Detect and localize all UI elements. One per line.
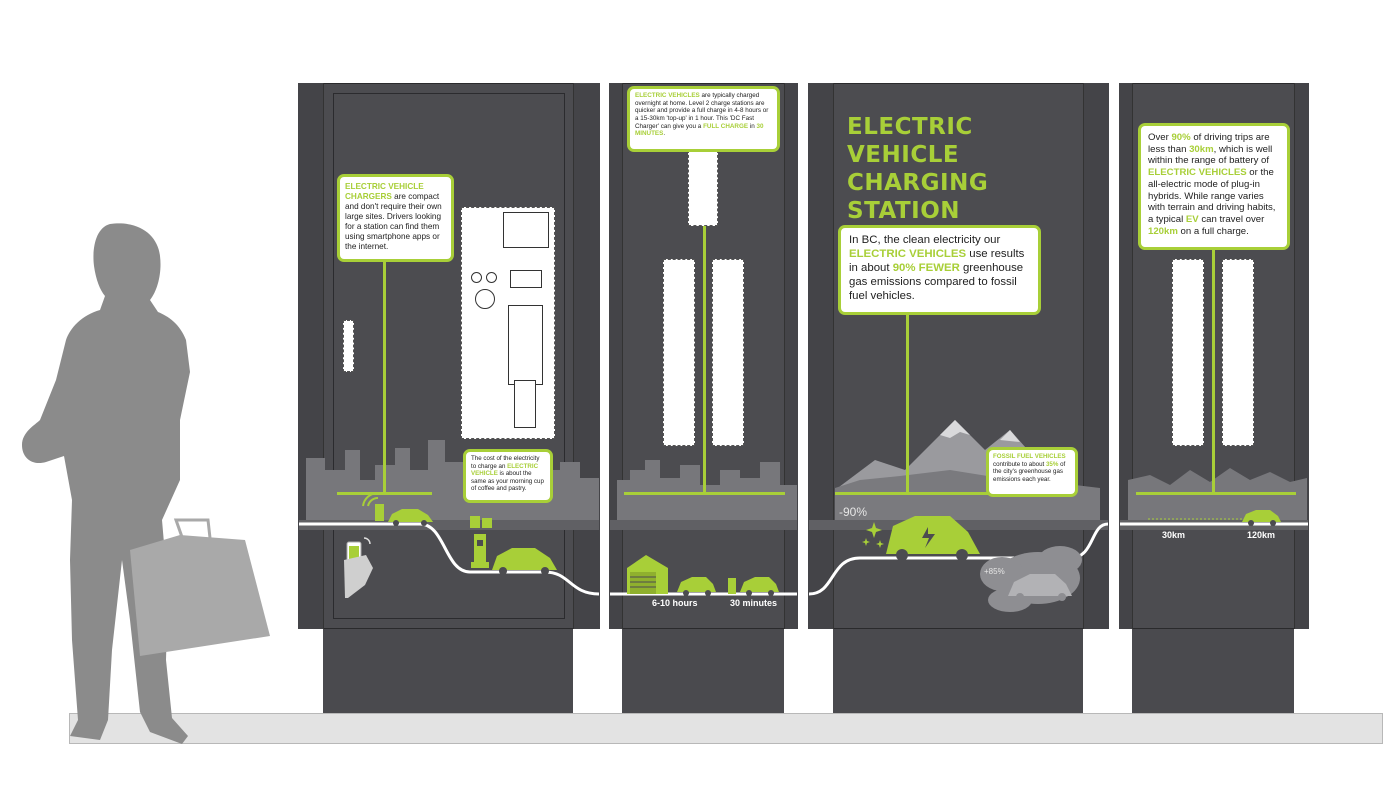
coffee-cup-icon bbox=[470, 516, 492, 528]
ev-car-icon bbox=[677, 577, 716, 596]
main-title: ELECTRIC VEHICLE CHARGING STATION bbox=[847, 113, 1087, 225]
tower-2-screen-right bbox=[712, 259, 744, 446]
callout-text: The cost of the electricity to charge an bbox=[471, 455, 540, 470]
road-curve-3 bbox=[808, 522, 1109, 596]
callout-text: contribute to about bbox=[993, 460, 1046, 468]
callout-highlight: ELECTRIC VEHICLES bbox=[1148, 167, 1247, 179]
charger-button[interactable] bbox=[486, 272, 497, 283]
callout-cost: The cost of the electricity to charge an… bbox=[463, 449, 553, 503]
callout-text: Over bbox=[1148, 132, 1172, 143]
charger-post-icon bbox=[375, 504, 384, 521]
fast-charger-icon bbox=[728, 578, 736, 594]
callout-chargers: ELECTRIC VEHICLE CHARGERS are compact an… bbox=[337, 174, 454, 262]
card-reader-panel bbox=[343, 320, 354, 372]
callout-highlight: ELECTRIC VEHICLE bbox=[471, 462, 539, 478]
tower-1-edge-right bbox=[573, 83, 600, 629]
callout-text: . bbox=[663, 130, 666, 138]
charging-post-icon bbox=[471, 534, 489, 568]
connector-line bbox=[1212, 248, 1215, 494]
callout-highlight: EV bbox=[1185, 213, 1199, 225]
connector-line bbox=[383, 260, 386, 494]
callout-highlight: 35% bbox=[1045, 460, 1059, 468]
callout-bc-electricity: In BC, the clean electricity our ELECTRI… bbox=[838, 225, 1041, 315]
connector-line bbox=[906, 313, 909, 494]
connector-line bbox=[703, 150, 706, 494]
callout-text: are compact and don't require their own … bbox=[345, 192, 442, 251]
main-title-line-1: ELECTRIC VEHICLE bbox=[847, 114, 973, 169]
callout-highlight: ELECTRIC VEHICLES bbox=[635, 92, 700, 99]
ev-car-icon bbox=[1242, 510, 1281, 526]
shopping-bag-icon bbox=[130, 535, 270, 656]
callout-text: use results in about bbox=[849, 247, 1025, 274]
main-title-line-2: CHARGING STATION bbox=[847, 170, 989, 225]
ev-car-icon bbox=[886, 516, 980, 561]
callout-text: in bbox=[748, 122, 757, 130]
fossil-car-icon bbox=[1008, 574, 1072, 601]
sparkle-icon bbox=[862, 522, 884, 548]
callout-highlight: 30 MINUTES bbox=[635, 122, 764, 138]
callout-highlight: 90% bbox=[1171, 132, 1191, 143]
tower-1-edge-left bbox=[298, 83, 324, 629]
city-skyline-2 bbox=[617, 460, 797, 520]
phone-hand-icon bbox=[344, 537, 373, 598]
wifi-signal-icon bbox=[362, 491, 379, 507]
city-skyline-1 bbox=[306, 440, 599, 520]
callout-highlight: 120km bbox=[1148, 225, 1178, 237]
callout-highlight: 30km bbox=[1189, 143, 1214, 155]
callout-driving-trips: Over 90% of driving trips are less than … bbox=[1138, 123, 1290, 250]
callout-text: of the city's greenhouse gas emissions e… bbox=[993, 460, 1066, 483]
charger-cable-outline bbox=[514, 380, 536, 428]
callout-text: are typically charged overnight at home.… bbox=[635, 92, 769, 130]
label-fast-charge-time: 30 minutes bbox=[730, 598, 778, 608]
callout-text: can travel over bbox=[1198, 213, 1265, 225]
callout-highlight: ELECTRIC VEHICLES bbox=[849, 247, 967, 260]
charger-connector-holster bbox=[508, 305, 543, 385]
label-range-120km: 120km bbox=[1247, 530, 1276, 540]
callout-text: greenhouse gas emissions compared to fos… bbox=[849, 261, 1024, 302]
ground-slab bbox=[69, 713, 1383, 744]
callout-text: In BC, the clean electricity our bbox=[849, 234, 1001, 246]
label-range-30km: 30km bbox=[1162, 530, 1186, 540]
tower-2-screen-left bbox=[663, 259, 695, 446]
callout-text: of driving trips are less than bbox=[1148, 132, 1270, 155]
tower-3-base bbox=[833, 628, 1083, 713]
callout-text: or the all-electric mode of plug-in hybr… bbox=[1148, 167, 1276, 225]
label-minus-90: -90% bbox=[839, 505, 868, 519]
ev-car-icon bbox=[492, 548, 557, 575]
tower-4-base bbox=[1132, 628, 1294, 713]
callout-highlight: 90% FEWER bbox=[892, 261, 960, 274]
tower-3-edge-left bbox=[808, 83, 834, 629]
label-slow-charge-time: 6-10 hours bbox=[652, 598, 698, 608]
callout-highlight: ELECTRIC VEHICLE CHARGERS bbox=[345, 182, 424, 201]
ev-car-icon bbox=[740, 577, 779, 596]
road-curve-1 bbox=[299, 522, 600, 596]
charger-dial[interactable] bbox=[475, 289, 495, 309]
label-plus-85: +85% bbox=[984, 567, 1005, 576]
tower-2-base bbox=[622, 628, 784, 713]
home-garage-icon bbox=[627, 555, 668, 594]
callout-highlight: FOSSIL FUEL VEHICLES bbox=[993, 453, 1066, 460]
tower-1-base bbox=[323, 628, 573, 713]
tower-4-screen-right bbox=[1222, 259, 1254, 446]
person-silhouette bbox=[22, 223, 270, 745]
charger-button[interactable] bbox=[471, 272, 482, 283]
callout-highlight: FULL CHARGE bbox=[703, 122, 749, 130]
tower-3-edge-right bbox=[1083, 83, 1109, 629]
callout-text: is about the same as your morning cup of… bbox=[471, 470, 544, 493]
charger-label-plate bbox=[510, 270, 542, 288]
access-door-outline bbox=[333, 93, 565, 619]
tower-4-screen-left bbox=[1172, 259, 1204, 446]
ev-car-icon bbox=[388, 509, 433, 526]
charger-display-screen bbox=[503, 212, 549, 248]
tower-2-small-screen bbox=[688, 150, 718, 226]
callout-text: , which is well within the range of batt… bbox=[1148, 143, 1273, 167]
callout-overnight: ELECTRIC VEHICLES are typically charged … bbox=[627, 86, 780, 152]
callout-fossil-fuel: FOSSIL FUEL VEHICLES contribute to about… bbox=[986, 447, 1078, 497]
callout-text: on a full charge. bbox=[1177, 225, 1249, 237]
